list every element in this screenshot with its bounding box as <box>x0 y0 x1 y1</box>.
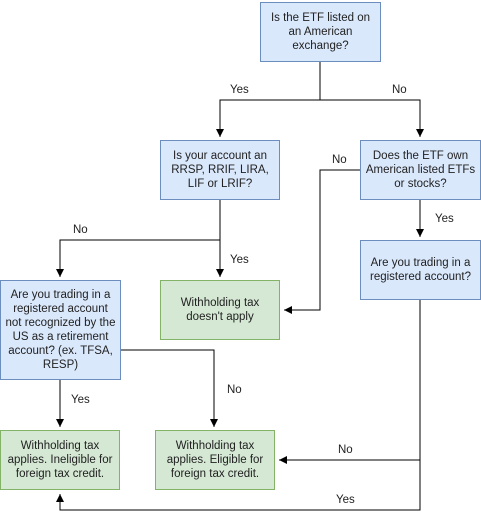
node-text: Withholding tax doesn't apply <box>180 297 260 323</box>
result-eligible-credit: Withholding tax applies. Eligible for fo… <box>155 430 275 490</box>
edge-label-account-yes: Yes <box>229 254 250 267</box>
edge-registered-yes <box>56 460 421 511</box>
result-no-withholding: Withholding tax doesn't apply <box>160 280 280 340</box>
node-text: Does the ETF own American listed ETFs or… <box>365 150 476 190</box>
edge-label-etfown-no: No <box>331 154 348 167</box>
node-text: Are you trading in a registered account? <box>369 257 471 283</box>
edge-label-registered-yes: Yes <box>335 494 356 507</box>
edge-etfown-no <box>284 169 360 314</box>
edge-registered-no <box>279 300 421 464</box>
node-text: Withholding tax applies. Eligible for fo… <box>166 440 264 480</box>
node-text: Are you trading in a registered account … <box>5 289 116 371</box>
edge-label-etfown-yes: Yes <box>434 213 455 226</box>
edge-listed-no <box>320 99 424 137</box>
edge-label-account-no: No <box>72 224 89 237</box>
edge-label-registered-no: No <box>337 444 354 457</box>
decision-account-type: Is your account an RRSP, RRIF, LIRA, LIF… <box>160 140 280 200</box>
edge-label-listed-yes: Yes <box>229 84 250 97</box>
decision-not-recognized-account: Are you trading in a registered account … <box>0 280 121 380</box>
edge-notrec-no <box>120 349 218 427</box>
decision-etf-owns-american: Does the ETF own American listed ETFs or… <box>360 140 481 200</box>
node-text: Is your account an RRSP, RRIF, LIRA, LIF… <box>171 150 269 190</box>
edge-label-listed-no: No <box>391 84 408 97</box>
edge-listed-yes <box>216 62 321 137</box>
edge-label-notrec-yes: Yes <box>70 394 91 407</box>
decision-registered-account: Are you trading in a registered account? <box>360 240 481 300</box>
decision-etf-listed-american: Is the ETF listed on an American exchang… <box>260 2 381 62</box>
node-text: Withholding tax applies. Ineligible for … <box>7 440 113 480</box>
node-text: Is the ETF listed on an American exchang… <box>270 12 371 52</box>
result-ineligible-credit: Withholding tax applies. Ineligible for … <box>0 430 120 490</box>
edge-account-no <box>56 239 220 277</box>
edge-label-notrec-no: No <box>226 384 243 397</box>
